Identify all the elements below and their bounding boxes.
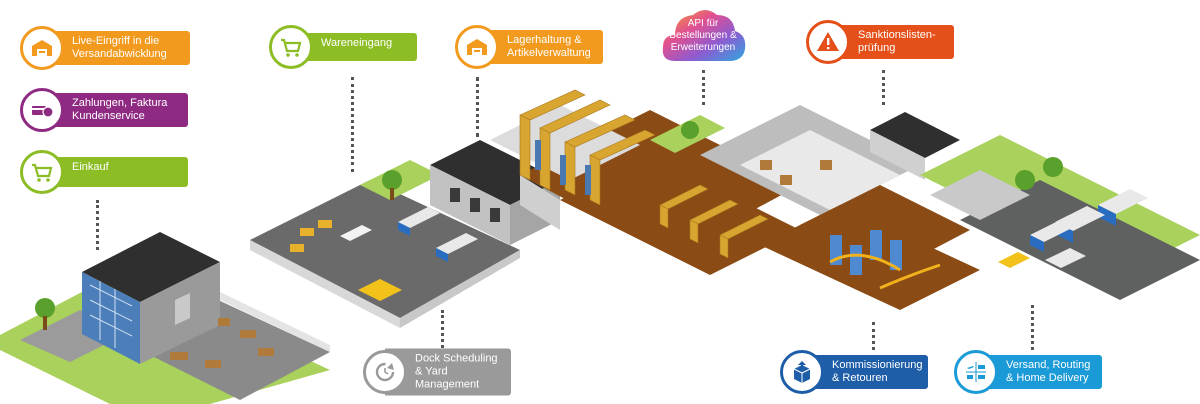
warning-icon bbox=[806, 20, 850, 64]
receiving-yard bbox=[250, 160, 520, 328]
api-cloud-label: API für Bestellungen & Erweiterungen bbox=[669, 18, 737, 53]
connector-kommissionierung bbox=[872, 322, 875, 350]
callout-einkauf-label: Einkauf bbox=[42, 157, 188, 187]
office-building-area bbox=[0, 232, 330, 404]
cycle-icon bbox=[363, 350, 407, 394]
cart-icon bbox=[20, 150, 64, 194]
connector-sanktion bbox=[882, 70, 885, 105]
connector-wareneingang bbox=[351, 77, 354, 172]
warehouse-icon bbox=[20, 26, 64, 70]
connector-api bbox=[702, 70, 705, 105]
picking-hall bbox=[700, 105, 980, 310]
callout-kommissionierung: Kommissionierung & Retouren bbox=[780, 349, 928, 395]
callout-einkauf: Einkauf bbox=[20, 149, 188, 195]
callout-wareneingang: Wareneingang bbox=[269, 24, 417, 70]
callout-zahlungen-label: Zahlungen, Faktura Kundenservice bbox=[42, 93, 188, 127]
callout-dock: Dock Scheduling & Yard Management bbox=[363, 348, 511, 396]
connector-lagerhaltung bbox=[476, 77, 479, 137]
warehouse-icon bbox=[455, 25, 499, 69]
callout-versand: Versand, Routing & Home Delivery bbox=[954, 349, 1102, 395]
payment-icon bbox=[20, 88, 64, 132]
storage-hall bbox=[490, 89, 800, 275]
package-icon bbox=[780, 350, 824, 394]
shipping-yard bbox=[920, 135, 1200, 300]
cart-icon bbox=[269, 25, 313, 69]
callout-live: Live-Eingriff in die Versandabwicklung bbox=[20, 25, 190, 71]
api-cloud-icon bbox=[662, 10, 746, 61]
connector-versand bbox=[1031, 305, 1034, 350]
callout-sanktion: Sanktionslisten-prüfung bbox=[806, 19, 954, 65]
connector-einkauf bbox=[96, 200, 99, 250]
transport-icon bbox=[954, 350, 998, 394]
callout-sanktion-label: Sanktionslisten-prüfung bbox=[828, 25, 954, 59]
callout-live-label: Live-Eingriff in die Versandabwicklung bbox=[42, 31, 190, 65]
callout-lagerhaltung: Lagerhaltung & Artikelverwaltung bbox=[455, 24, 603, 70]
callout-zahlungen: Zahlungen, Faktura Kundenservice bbox=[20, 87, 188, 133]
connector-dock bbox=[441, 310, 444, 348]
callout-kommissionierung-label: Kommissionierung & Retouren bbox=[802, 355, 928, 389]
